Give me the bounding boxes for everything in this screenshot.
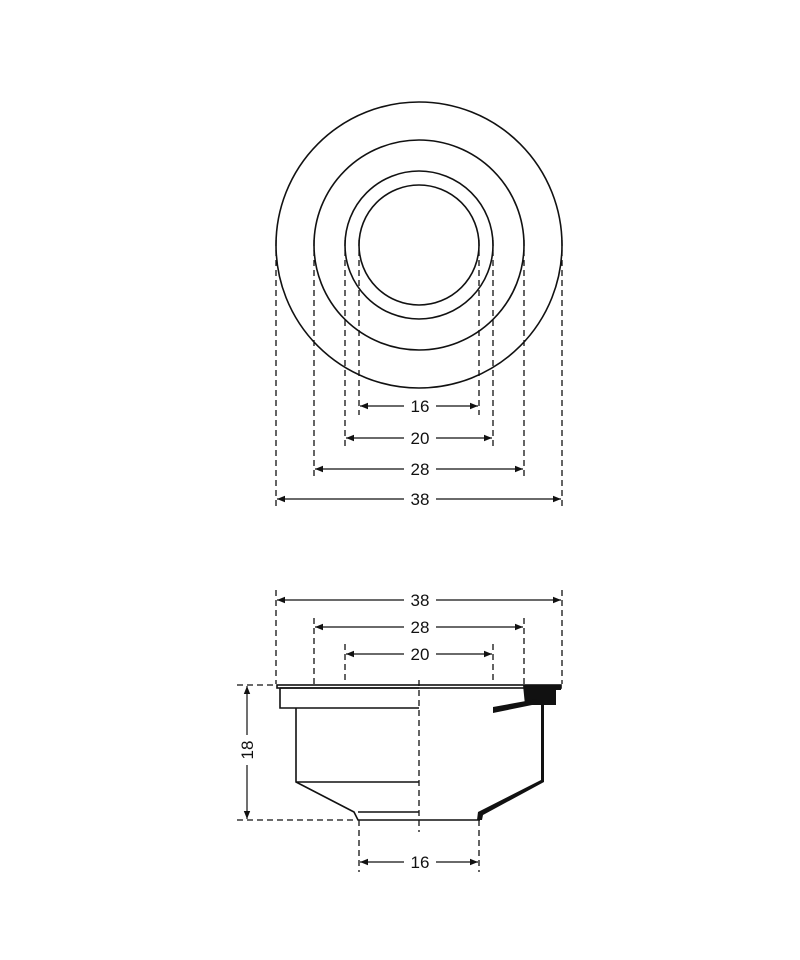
dimension-20: 20 (346, 645, 492, 664)
dimension-16: 16 (360, 397, 478, 416)
side-view: 38 28 20 16 18 (237, 590, 563, 872)
dimension-height-18: 18 (238, 686, 257, 819)
extension-lines (275, 240, 563, 508)
top-view: 16 20 28 38 (275, 101, 563, 509)
dimension-label: 38 (411, 591, 430, 610)
dimension-label: 20 (411, 429, 430, 448)
dimension-38: 38 (277, 591, 561, 610)
dimension-28: 28 (315, 460, 523, 479)
drain-body-section (276, 684, 562, 821)
dimension-20: 20 (346, 429, 492, 448)
dimension-label: 28 (411, 618, 430, 637)
dimension-28: 28 (315, 618, 523, 637)
circle-20 (344, 170, 494, 320)
extension-lines (237, 590, 563, 872)
inner-circle-16 (358, 184, 480, 306)
dimension-label: 20 (411, 645, 430, 664)
dimension-label: 18 (238, 741, 257, 760)
dimension-label: 38 (411, 490, 430, 509)
dimension-label: 16 (411, 397, 430, 416)
outer-circle-38 (275, 101, 563, 389)
dimension-label: 28 (411, 460, 430, 479)
seal-wedge (493, 699, 537, 713)
right-wall-section (477, 685, 561, 820)
dimension-16: 16 (360, 853, 478, 872)
dimension-38: 38 (277, 490, 561, 509)
dimension-label: 16 (411, 853, 430, 872)
